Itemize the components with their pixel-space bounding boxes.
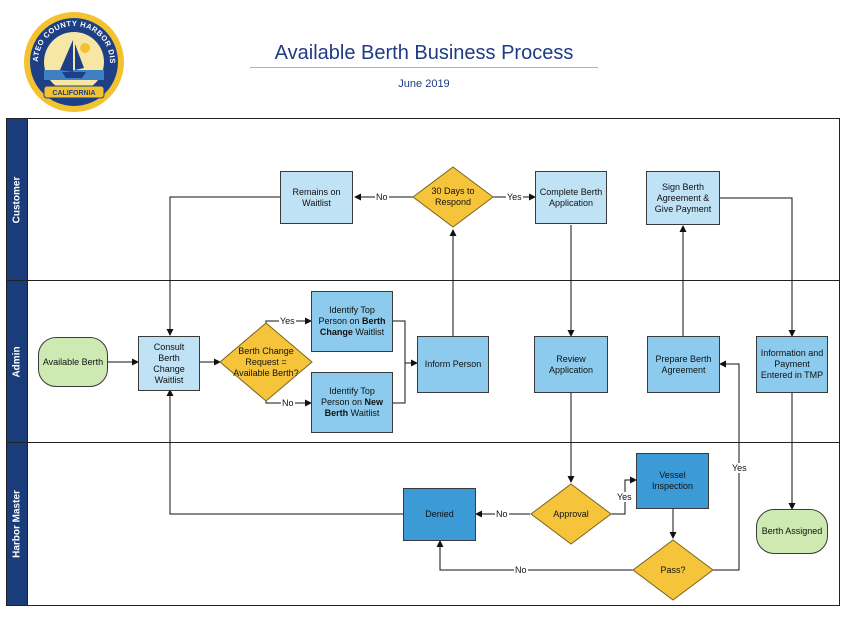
- node-consult-waitlist: Consult Berth Change Waitlist: [138, 336, 200, 391]
- lane-label-divider: [27, 119, 28, 605]
- node-remains-on-waitlist: Remains on Waitlist: [280, 171, 353, 224]
- identify-change-pre: Identify Top Person on: [318, 305, 375, 326]
- edge-remains-to-consult: [166, 196, 280, 336]
- edge-denied-to-consult: [166, 389, 403, 515]
- edge-decision-no: [265, 399, 312, 407]
- swimlane-frame: [6, 118, 840, 606]
- label-approval-no: No: [495, 509, 509, 519]
- label-decision-yes: Yes: [279, 316, 296, 326]
- node-info-payment-tmp: Information and Payment Entered in TMP: [756, 336, 828, 393]
- node-complete-berth-application: Complete Berth Application: [535, 171, 607, 224]
- edge-identify-new-to-inform: [393, 363, 406, 404]
- node-prepare-berth-agreement: Prepare Berth Agreement: [647, 336, 720, 393]
- node-identify-new-berth: Identify Top Person on New Berth Waitlis…: [311, 372, 393, 433]
- page-title: Available Berth Business Process: [274, 42, 574, 64]
- lane-customer: Customer: [7, 119, 27, 280]
- node-denied: Denied: [403, 488, 476, 541]
- decision-approval-label: Approval: [553, 508, 589, 519]
- identify-new-berth-text: Identify Top Person on New Berth Waitlis…: [315, 386, 389, 419]
- node-review-application: Review Application: [534, 336, 608, 393]
- decision-days-to-respond-label: 30 Days to Respond: [431, 186, 475, 207]
- node-berth-assigned: Berth Assigned: [756, 509, 828, 554]
- page-date: June 2019: [398, 78, 450, 90]
- edge-sign-to-info: [720, 197, 796, 337]
- decision-berth-change-label: Berth Change Request = Available Berth?: [233, 345, 299, 378]
- label-approval-yes: Yes: [616, 492, 633, 502]
- node-identify-berth-change: Identify Top Person on Berth Change Wait…: [311, 291, 393, 352]
- decision-pass-label: Pass?: [660, 564, 686, 575]
- label-pass-yes: Yes: [731, 463, 748, 473]
- identify-berth-change-text: Identify Top Person on Berth Change Wait…: [315, 305, 389, 338]
- node-vessel-inspection: Vessel Inspection: [636, 453, 709, 509]
- decision-berth-change: [219, 322, 313, 402]
- identify-new-post: Waitlist: [348, 408, 380, 418]
- edge-identify-change-to-inform: [393, 320, 418, 367]
- label-decision-no: No: [281, 398, 295, 408]
- label-respond-no: No: [375, 192, 389, 202]
- harbor-district-logo: SAN MATEO COUNTY HARBOR DISTRICT CALIFOR…: [19, 3, 126, 114]
- decision-days-to-respond: [412, 166, 494, 228]
- node-sign-berth-agreement: Sign Berth Agreement & Give Payment: [646, 171, 720, 225]
- identify-new-bold: New Berth: [324, 397, 384, 418]
- edge-decision-yes: [265, 317, 312, 325]
- label-respond-yes: Yes: [506, 192, 523, 202]
- identify-new-pre: Identify Top Person on: [320, 386, 375, 407]
- lane-admin: Admin: [7, 281, 27, 442]
- node-available-berth: Available Berth: [38, 337, 108, 387]
- node-inform-person: Inform Person: [417, 336, 489, 393]
- lane-separator-2: [7, 442, 840, 443]
- identify-change-post: Waitlist: [352, 327, 385, 337]
- label-pass-no: No: [514, 565, 528, 575]
- decision-pass: [632, 539, 714, 601]
- lane-harbor-master: Harbor Master: [7, 443, 27, 605]
- logo-banner-text: CALIFORNIA: [52, 90, 95, 97]
- edge-pass-no: [436, 540, 633, 571]
- identify-change-bold: Berth Change: [319, 316, 386, 337]
- title-underline: [250, 67, 598, 68]
- lane-separator-1: [7, 280, 840, 281]
- decision-approval: [530, 483, 612, 545]
